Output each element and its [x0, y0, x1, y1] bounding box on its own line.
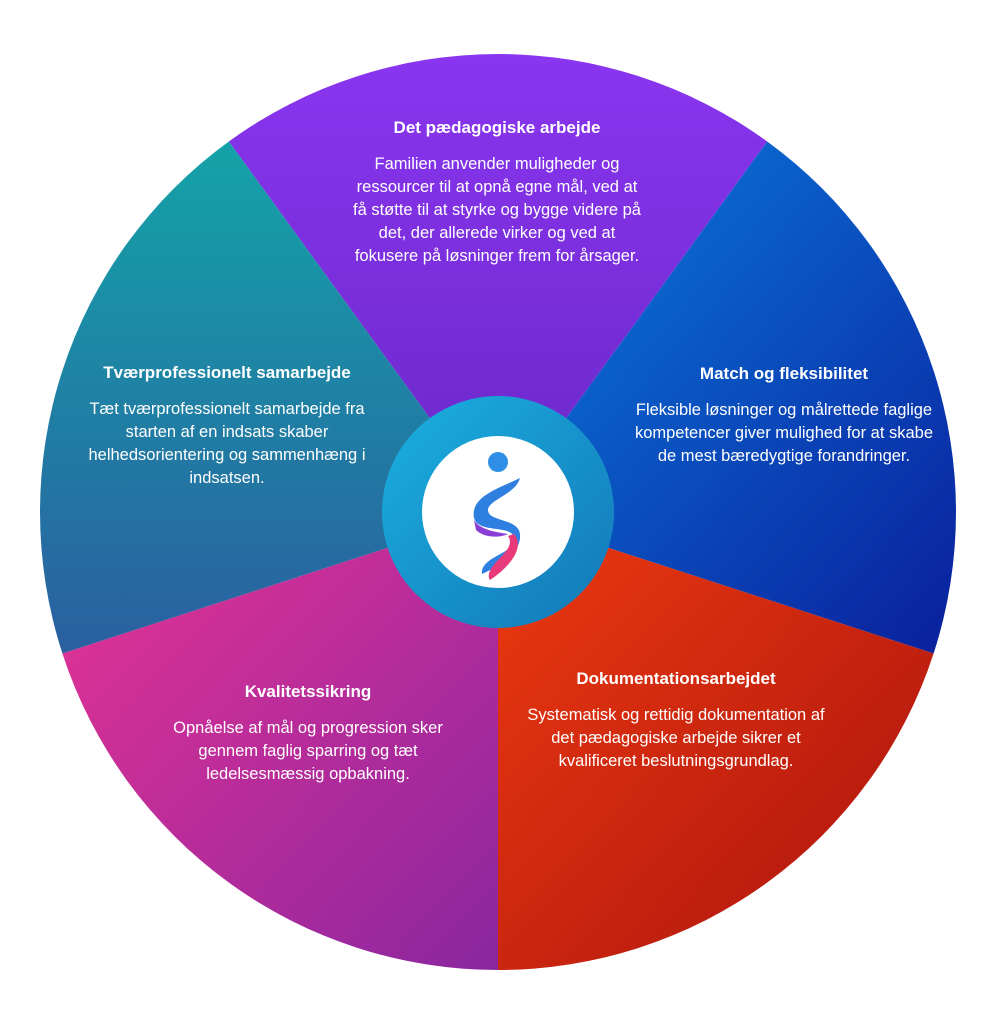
segment-title: Match og fleksibilitet [699, 364, 869, 383]
segment-wedge-dokumentationsarbejdet [498, 512, 934, 970]
segment-title: Tværprofessionelt samarbejde [103, 363, 351, 382]
segment-det-paedagogiske-arbejde: Det pædagogiske arbejde Familien anvende… [352, 117, 642, 268]
center-disc [422, 436, 574, 588]
segment-title: Kvalitetssikring [244, 682, 372, 701]
segment-title: Dokumentationsarbejdet [576, 669, 776, 688]
segment-match-og-fleksibilitet: Match og fleksibilitet Fleksible løsning… [634, 363, 934, 468]
segment-description: Opnåelse af mål og progression sker genn… [173, 719, 443, 783]
figure-swirl-logo-icon [473, 452, 521, 580]
segment-kvalitetssikring: Kvalitetssikring Opnåelse af mål og prog… [158, 681, 458, 786]
segment-description: Familien anvender muligheder og ressourc… [353, 155, 641, 265]
segment-title: Det pædagogiske arbejde [393, 118, 601, 137]
segment-wedge-kvalitetssikring [62, 512, 499, 970]
segment-description: Tæt tværprofessionelt samarbejde fra sta… [88, 400, 366, 487]
segment-tvaerprofessionelt-samarbejde: Tværprofessionelt samarbejde Tæt tværpro… [62, 362, 392, 490]
segment-description: Systematisk og rettidig dokumentation af… [527, 706, 825, 770]
segment-description: Fleksible løsninger og målrettede faglig… [634, 401, 934, 465]
segment-dokumentationsarbejdet: Dokumentationsarbejdet Systematisk og re… [526, 668, 826, 773]
segment-wedge-det-paedagogiske-arbejde [228, 54, 768, 513]
